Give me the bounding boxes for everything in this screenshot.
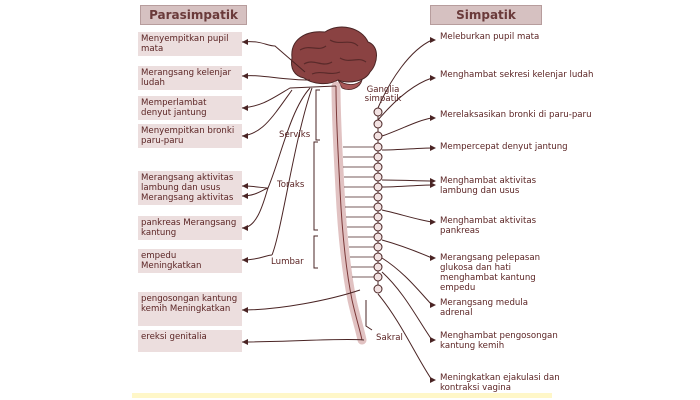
symp-label-pancreas: Menghambat aktivitas pankreas: [440, 216, 537, 236]
ganglia-label: Ganglia simpatik: [364, 85, 402, 104]
para-label-pupil: Menyempitkan pupil mata: [138, 32, 242, 56]
lumbar-label: Lumbar: [271, 257, 304, 267]
para-label-bronchi: Menyempitkan bronki paru-paru: [138, 124, 242, 148]
spinal-cord: [331, 81, 367, 345]
symp-label-heart: Mempercepat denyut jantung: [440, 142, 568, 152]
ganglia-beads: [373, 107, 383, 294]
bottom-highlight: [132, 393, 552, 398]
parasympathetic-nerves: [241, 41, 365, 343]
symp-label-ejaculation: Meningkatkan ejakulasi dan kontraksi vag…: [440, 373, 560, 393]
symp-arrowheads: [430, 37, 436, 383]
symp-label-adrenal: Merangsang medula adrenal: [440, 298, 528, 318]
symp-label-saliva: Menghambat sekresi kelenjar ludah: [440, 70, 594, 80]
sacral-label: Sakral: [376, 333, 403, 343]
symp-label-bronchi: Merelaksasikan bronki di paru-paru: [440, 110, 592, 120]
para-label-gallbladder: empedu Meningkatkan: [138, 249, 242, 273]
thoracic-label: Toraks: [277, 180, 305, 190]
segment-brackets: [313, 89, 373, 331]
cord-ganglia-connectors: [343, 146, 374, 278]
symp-label-pupil: Meleburkan pupil mata: [440, 32, 540, 42]
para-arrowheads: [242, 39, 248, 345]
para-label-heart: Memperlambat denyut jantung: [138, 96, 242, 120]
parasympathetic-header: Parasimpatik: [140, 5, 247, 25]
para-label-pancreas: pankreas Merangsang kantung: [138, 216, 242, 240]
para-label-saliva: Merangsang kelenjar ludah: [138, 66, 242, 90]
cervical-label: Serviks: [279, 130, 311, 140]
brain-illustration: [291, 26, 377, 90]
para-label-stomach: Merangsang aktivitas lambung dan usus Me…: [138, 171, 242, 205]
para-label-genitalia: ereksi genitalia: [138, 330, 242, 352]
sympathetic-header: Simpatik: [430, 5, 542, 25]
spinal-cord-outline: [335, 85, 363, 341]
symp-label-bladder: Menghambat pengosongan kantung kemih: [440, 331, 558, 351]
symp-label-stomach: Menghambat aktivitas lambung dan usus: [440, 176, 537, 196]
symp-label-liver: Merangsang pelepasan glukosa dan hati me…: [440, 253, 541, 293]
para-label-bladder: pengosongan kantung kemih Meningkatkan: [138, 292, 242, 326]
